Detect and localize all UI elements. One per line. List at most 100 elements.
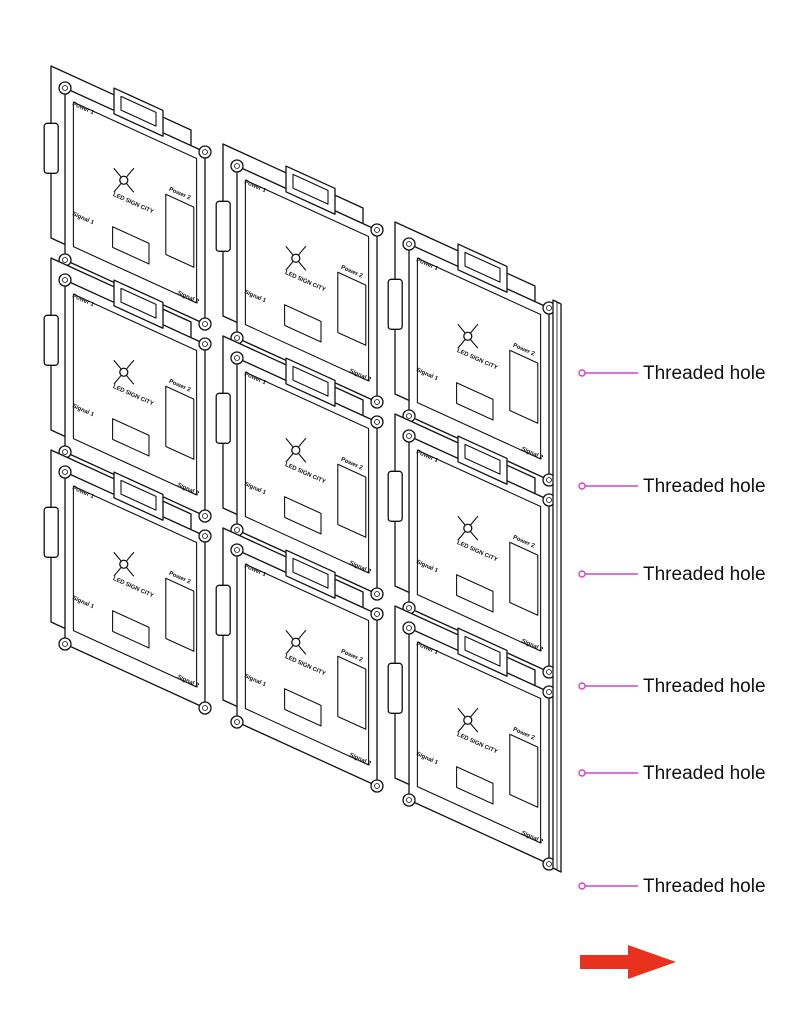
threaded-hole-label: Threaded hole	[643, 876, 766, 897]
connector-slot	[464, 251, 501, 283]
corner-bolt	[198, 529, 212, 543]
corner-bolt-hole	[202, 321, 208, 327]
logo-hub	[463, 331, 473, 341]
corner-bolt-hole	[406, 413, 412, 419]
corner-bolt	[402, 621, 416, 635]
threaded-hole-marker	[578, 482, 586, 490]
threaded-hole-marker	[578, 882, 586, 890]
bottom-window	[456, 766, 494, 805]
corner-bolt	[402, 429, 416, 443]
side-panel	[165, 385, 195, 460]
connector-slot	[120, 479, 157, 511]
corner-bolt-hole	[202, 341, 208, 347]
connector-slot	[292, 557, 329, 589]
side-handle	[387, 662, 403, 714]
corner-bolt	[198, 701, 212, 715]
threaded-hole-label: Threaded hole	[643, 564, 766, 585]
logo-hub	[463, 715, 473, 725]
corner-bolt	[230, 159, 244, 173]
corner-bolt	[370, 395, 384, 409]
corner-bolt-hole	[62, 85, 68, 91]
corner-bolt-hole	[546, 305, 552, 311]
bottom-window	[456, 574, 494, 613]
arrow-right-icon	[580, 945, 676, 979]
threaded-hole-callout: Threaded hole	[578, 876, 766, 897]
cabinet-plate	[244, 563, 370, 766]
threaded-hole-label: Threaded hole	[643, 476, 766, 497]
corner-bolt	[198, 337, 212, 351]
connector-slot	[464, 443, 501, 475]
cabinet-plate	[244, 371, 370, 574]
corner-bolt	[402, 793, 416, 807]
corner-bolt	[370, 779, 384, 793]
connector-slot	[464, 635, 501, 667]
connector-slot	[120, 287, 157, 319]
logo-hub	[291, 253, 301, 263]
side-handle	[43, 122, 59, 174]
corner-bolt-hole	[62, 469, 68, 475]
corner-bolt	[370, 223, 384, 237]
bottom-window	[112, 226, 150, 265]
corner-bolt	[58, 81, 72, 95]
threaded-hole-label: Threaded hole	[643, 676, 766, 697]
corner-bolt-hole	[406, 605, 412, 611]
connector-slot	[120, 95, 157, 127]
corner-bolt-hole	[234, 163, 240, 169]
side-handle	[215, 584, 231, 636]
corner-bolt	[370, 415, 384, 429]
threaded-hole-label: Threaded hole	[643, 763, 766, 784]
corner-bolt	[198, 509, 212, 523]
corner-bolt-hole	[374, 783, 380, 789]
corner-bolt-hole	[202, 149, 208, 155]
logo-hub	[291, 637, 301, 647]
corner-bolt	[230, 351, 244, 365]
side-handle	[43, 314, 59, 366]
corner-bolt	[402, 237, 416, 251]
side-handle	[215, 392, 231, 444]
corner-bolt	[58, 465, 72, 479]
cabinet-plate	[72, 101, 198, 304]
cabinet-plate	[416, 449, 542, 652]
threaded-hole-marker	[578, 682, 586, 690]
logo-hub	[119, 559, 129, 569]
corner-bolt-hole	[234, 719, 240, 725]
cabinet-plate	[416, 641, 542, 844]
side-panel	[337, 463, 367, 538]
corner-bolt-hole	[202, 513, 208, 519]
corner-bolt	[230, 543, 244, 557]
threaded-hole-marker	[578, 369, 586, 377]
corner-bolt-hole	[546, 497, 552, 503]
connector-slot	[292, 365, 329, 397]
corner-bolt	[58, 273, 72, 287]
corner-bolt-hole	[234, 547, 240, 553]
threaded-hole-marker	[578, 570, 586, 578]
cabinet-plate	[244, 179, 370, 382]
logo-hub	[119, 367, 129, 377]
bottom-window	[284, 496, 322, 535]
cabinet-plate	[416, 257, 542, 460]
threaded-hole-marker	[578, 769, 586, 777]
logo-hub	[291, 445, 301, 455]
side-panel	[165, 193, 195, 268]
corner-bolt-hole	[546, 477, 552, 483]
threaded-hole-callout: Threaded hole	[578, 363, 766, 384]
corner-bolt	[230, 715, 244, 729]
corner-bolt	[58, 637, 72, 651]
threaded-hole-callout: Threaded hole	[578, 476, 766, 497]
corner-bolt-hole	[374, 227, 380, 233]
threaded-hole-callout: Threaded hole	[578, 564, 766, 585]
corner-bolt-hole	[374, 591, 380, 597]
side-handle	[43, 506, 59, 558]
corner-bolt-hole	[546, 861, 552, 867]
corner-bolt-hole	[406, 625, 412, 631]
